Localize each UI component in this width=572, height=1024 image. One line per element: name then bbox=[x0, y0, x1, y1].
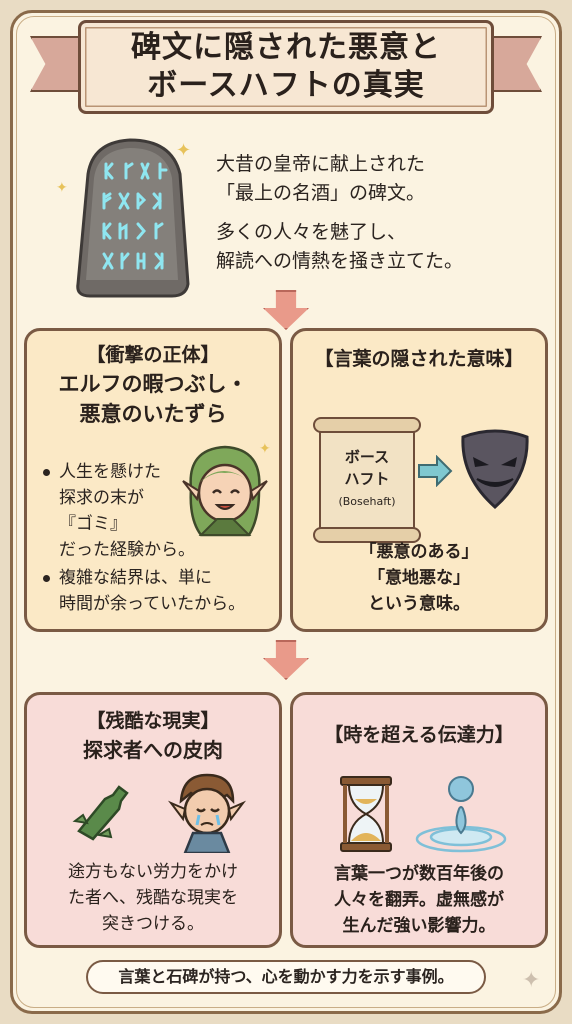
panel-heading: 【言葉の隠された意味】 bbox=[314, 348, 524, 370]
bullet-line: 複雑な結界は、単に bbox=[59, 568, 212, 588]
list-item: 複雑な結界は、単に 時間が余っていたから。 bbox=[41, 565, 245, 617]
sparkle-icon: ✦ bbox=[56, 180, 68, 196]
bullet-line: だった経験から。 bbox=[59, 540, 195, 560]
meaning-line-2: 「意地悪な」 bbox=[368, 568, 470, 588]
intro-line-4: 解読への情熱を掻き立てた。 bbox=[216, 250, 464, 272]
sparkle-icon: ✦ bbox=[522, 968, 541, 993]
bullet-line: 人生を懸けた bbox=[59, 462, 161, 482]
panel-subheading: 探求者への皮肉 bbox=[83, 738, 223, 762]
crying-elf-man-icon bbox=[167, 773, 247, 853]
sparkle-icon: ✦ bbox=[259, 441, 271, 457]
panel-heading: 【残酷な現実】 bbox=[86, 710, 220, 732]
power-line-2: 人々を翻弄。虚無感が bbox=[334, 890, 504, 910]
panel-heading: 【時を超える伝達力】 bbox=[324, 724, 514, 746]
bullet-line: 『ゴミ』 bbox=[59, 514, 127, 534]
intro-text: 大昔の皇帝に献上された 「最上の名酒」の碑文。 多くの人々を魅了し、 解読への情… bbox=[216, 150, 546, 286]
elf-girl-illustration-icon bbox=[182, 445, 268, 537]
identity-bullet-list: 人生を懸けた 探求の末が 『ゴミ』 だった経験から。 複雑な結界は、単に 時間が… bbox=[41, 459, 245, 619]
bullet-line: 時間が余っていたから。 bbox=[59, 594, 246, 614]
panel-transcending-power: 【時を超える伝達力】 言葉一つが数百年後の 人々を翻弄。虚無感が 生んだ強い影響… bbox=[290, 692, 548, 948]
intro-line-2: 「最上の名酒」の碑文。 bbox=[216, 182, 426, 204]
intro-line-3: 多くの人々を魅了し、 bbox=[216, 221, 407, 243]
reality-line-2: た者へ、残酷な現実を bbox=[68, 888, 238, 908]
scroll-romanization: (Bosehaft) bbox=[338, 495, 396, 508]
scroll-icon: ボース ハフト (Bosehaft) bbox=[313, 417, 421, 543]
scroll-word-1: ボース bbox=[344, 448, 390, 466]
sparkle-icon: ✦ bbox=[176, 140, 192, 161]
broken-bottle-icon bbox=[72, 785, 129, 841]
meaning-line-3: という意味。 bbox=[368, 594, 470, 614]
panel-heading: 【衝撃の正体】 bbox=[86, 344, 220, 366]
title-line-1: 碑文に隠された悪意と bbox=[131, 30, 441, 65]
rune-stone-icon bbox=[76, 138, 190, 298]
panel-true-identity: 【衝撃の正体】 エルフの暇つぶし・ 悪意のいたずら 人生を懸けた 探求の末が 『… bbox=[24, 328, 282, 632]
meaning-line-1: 「悪意のある」 bbox=[359, 542, 479, 562]
panel-subheading-2: 悪意のいたずら bbox=[79, 402, 227, 426]
reality-line-1: 途方もない労力をかけ bbox=[68, 862, 238, 882]
power-line-1: 言葉一つが数百年後の bbox=[334, 864, 504, 884]
power-line-3: 生んだ強い影響力。 bbox=[342, 916, 496, 936]
footer-summary: 言葉と石碑が持つ、心を動かす力を示す事例。 bbox=[86, 960, 486, 994]
scroll-word-2: ハフト bbox=[344, 470, 390, 488]
water-drop-ripple-icon bbox=[415, 776, 507, 853]
right-arrow-icon bbox=[418, 455, 453, 487]
title-line-2: ボースハフトの真実 bbox=[147, 68, 425, 103]
reality-line-3: 突きつける。 bbox=[102, 914, 204, 934]
title-banner: 碑文に隠された悪意と ボースハフトの真実 bbox=[78, 20, 494, 114]
panel-hidden-meaning: 【言葉の隠された意味】 ボース ハフト (Bosehaft) 「悪意のある」 「… bbox=[290, 328, 548, 632]
sinister-mask-icon bbox=[461, 429, 529, 509]
bullet-line: 探求の末が bbox=[59, 488, 144, 508]
panel-cruel-reality: 【残酷な現実】 探求者への皮肉 途方もない労力をかけ た者へ、残酷な現実を 突き… bbox=[24, 692, 282, 948]
list-item: 人生を懸けた 探求の末が 『ゴミ』 だった経験から。 bbox=[41, 459, 245, 563]
intro-line-1: 大昔の皇帝に献上された bbox=[216, 153, 426, 175]
panel-subheading-1: エルフの暇つぶし・ bbox=[58, 372, 248, 396]
hourglass-icon bbox=[340, 776, 392, 852]
